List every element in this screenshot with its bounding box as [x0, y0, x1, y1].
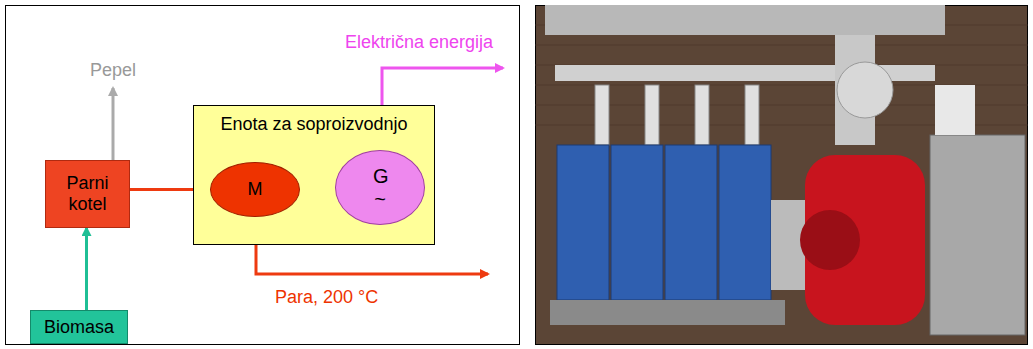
connector — [85, 228, 88, 310]
node-text: M — [248, 179, 263, 200]
biomass-box: Biomasa — [30, 310, 128, 344]
photo-illustration — [535, 5, 1028, 345]
electricity-label: Električna energija — [345, 32, 493, 53]
node-text: Parni kotel — [46, 173, 129, 214]
node-text: Biomasa — [44, 317, 114, 338]
generator-ellipse: G ~ — [335, 150, 425, 225]
node-text: G ~ — [373, 165, 387, 211]
node-text: Enota za soproizvodnjo — [220, 114, 407, 135]
ash-arrow — [112, 88, 115, 160]
cogeneration-unit: Enota za soproizvodnjoM G ~ — [193, 105, 435, 245]
boiler-box: Parni kotel — [45, 160, 130, 228]
steam-label: Para, 200 °C — [275, 287, 378, 308]
ash-label: Pepel — [90, 60, 136, 81]
motor-ellipse: M — [210, 162, 300, 217]
